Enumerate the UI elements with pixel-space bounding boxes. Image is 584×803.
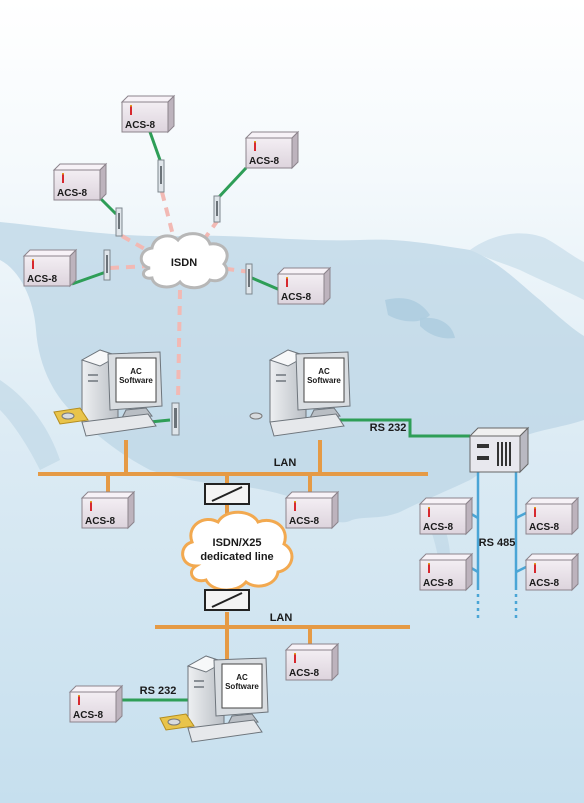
isdn-cloud: ISDN xyxy=(139,232,229,290)
acs8-label: ACS-8 xyxy=(27,274,57,285)
acs8-controller: ACS-8 xyxy=(276,266,332,306)
monitor-screen xyxy=(221,663,263,709)
monitor-screen xyxy=(303,357,345,403)
acs8-label: ACS-8 xyxy=(125,120,155,131)
acs8-label: ACS-8 xyxy=(423,522,453,533)
status-indicator xyxy=(534,508,536,517)
acs8-controller: ACS-8 xyxy=(68,684,124,724)
workstation: AC Software xyxy=(249,349,351,437)
acs8-label: ACS-8 xyxy=(529,522,559,533)
lan-label-bottom: LAN xyxy=(270,612,293,624)
status-indicator xyxy=(62,174,64,183)
acs8-label: ACS-8 xyxy=(249,156,279,167)
acs8-controller: ACS-8 xyxy=(284,642,340,682)
status-indicator xyxy=(286,278,288,287)
wan-cloud-label-line1: ISDN/X25 xyxy=(213,537,262,549)
acs8-label: ACS-8 xyxy=(281,292,311,303)
modem xyxy=(115,207,123,237)
isdn-cloud-label: ISDN xyxy=(171,257,197,269)
lan-label-top: LAN xyxy=(274,457,297,469)
software-label-line2: Software xyxy=(225,682,259,691)
acs8-label: ACS-8 xyxy=(289,668,319,679)
status-indicator xyxy=(294,502,296,511)
isdn-modems xyxy=(103,159,253,436)
acs8-controllers: ACS-8 ACS-8 ACS-8 ACS-8 xyxy=(22,94,580,724)
status-indicator xyxy=(32,260,34,269)
acs8-label: ACS-8 xyxy=(85,516,115,527)
modem xyxy=(157,159,165,193)
acs8-controller: ACS-8 xyxy=(524,496,580,536)
software-label-line1: AC xyxy=(130,367,142,376)
acs8-controller: ACS-8 xyxy=(284,490,340,530)
status-indicator xyxy=(130,106,132,115)
modem xyxy=(103,249,111,281)
monitor-screen xyxy=(115,357,157,403)
acs8-controller: ACS-8 xyxy=(524,552,580,592)
status-indicator xyxy=(428,564,430,573)
acs8-controller: ACS-8 xyxy=(80,490,136,530)
acs8-controller: ACS-8 xyxy=(418,552,474,592)
acs8-controller: ACS-8 xyxy=(120,94,176,134)
software-label-line1: AC xyxy=(318,367,330,376)
acs8-label: ACS-8 xyxy=(289,516,319,527)
rs232-label-top: RS 232 xyxy=(370,422,407,434)
software-label-line1: AC xyxy=(236,673,248,682)
workstation: AC Software xyxy=(159,655,269,743)
acs8-controller: ACS-8 xyxy=(22,248,78,288)
router-bottom xyxy=(204,589,250,611)
status-indicator xyxy=(534,564,536,573)
acs8-label: ACS-8 xyxy=(529,578,559,589)
acs8-controller: ACS-8 xyxy=(418,496,474,536)
modem xyxy=(245,263,253,295)
status-indicator xyxy=(294,654,296,663)
rs485-converter xyxy=(468,426,530,474)
wan-cloud: ISDN/X25 dedicated line xyxy=(181,510,294,592)
wan-cloud-label-line2: dedicated line xyxy=(200,551,273,563)
status-indicator xyxy=(254,142,256,151)
workstation: AC Software xyxy=(53,349,163,437)
workstations: AC Software AC Software xyxy=(53,349,351,743)
acs8-controller: ACS-8 xyxy=(244,130,300,170)
rs485-label: RS 485 xyxy=(479,537,516,549)
router-top xyxy=(204,483,250,505)
acs8-label: ACS-8 xyxy=(57,188,87,199)
acs8-label: ACS-8 xyxy=(423,578,453,589)
software-label-line2: Software xyxy=(307,376,341,385)
rs232-label-bottom: RS 232 xyxy=(140,685,177,697)
acs8-label: ACS-8 xyxy=(73,710,103,721)
status-indicator xyxy=(428,508,430,517)
status-indicator xyxy=(78,696,80,705)
acs8-controller: ACS-8 xyxy=(52,162,108,202)
rs232-links xyxy=(120,418,470,702)
modem xyxy=(213,195,221,223)
modem-links xyxy=(71,131,281,424)
software-label-line2: Software xyxy=(119,376,153,385)
modem xyxy=(171,402,180,436)
status-indicator xyxy=(90,502,92,511)
